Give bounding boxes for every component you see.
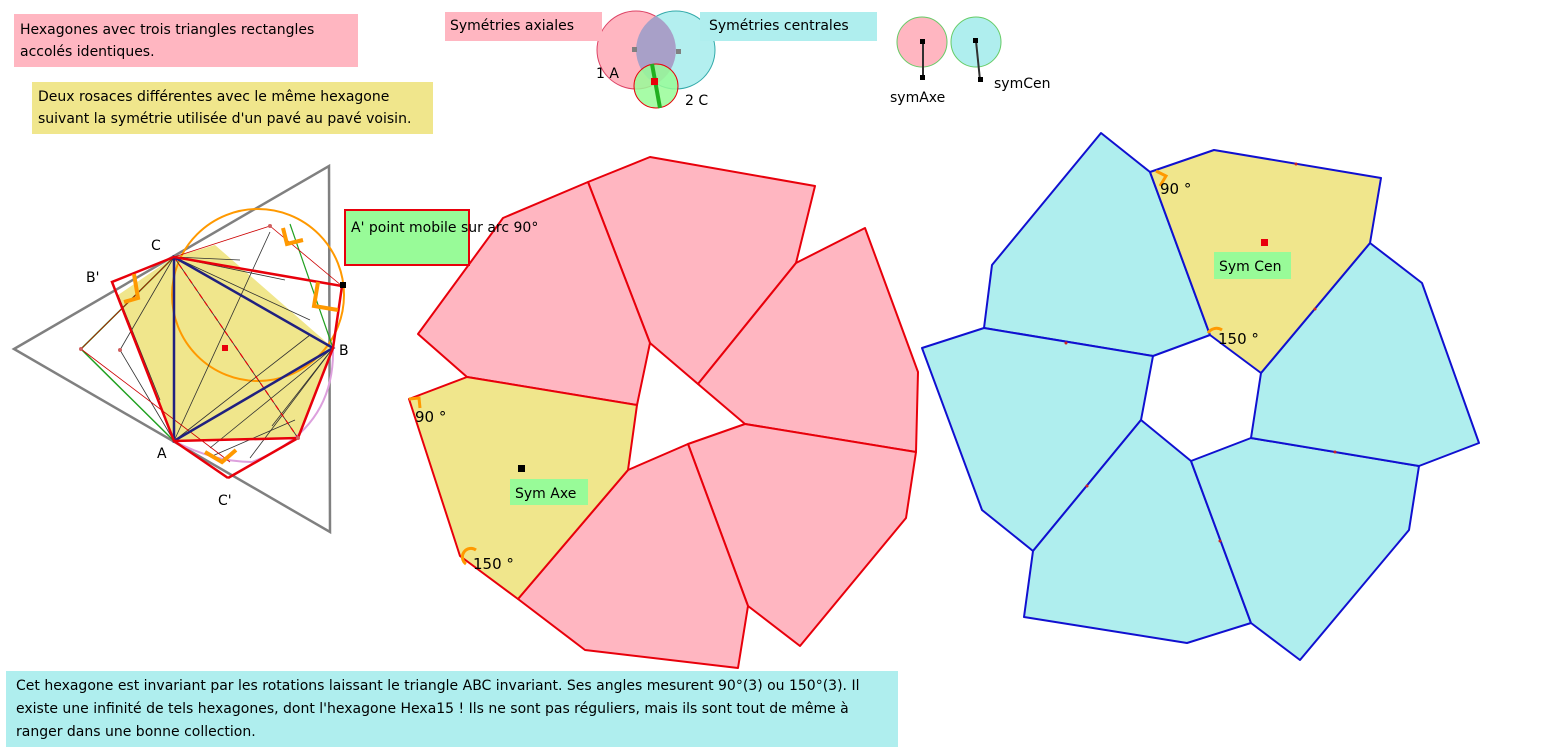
- angle-150-mark-central: [1206, 326, 1223, 334]
- right-angle-mark-central: [1155, 169, 1169, 187]
- orange-circle: [171, 208, 345, 382]
- angle-90-label-axial: 90 °: [415, 408, 446, 426]
- label-C: C: [151, 238, 161, 254]
- central-center-point: [1261, 239, 1268, 246]
- sym-cen-handle[interactable]: [975, 40, 981, 81]
- axial-symmetry-box[interactable]: Symétries axiales: [445, 12, 602, 41]
- title-box: Hexagones avec trois triangles rectangle…: [14, 14, 358, 67]
- construction-figure: C B A B' C': [11, 163, 349, 535]
- axial-symmetry-text: Symétries axiales: [450, 18, 575, 34]
- label-B-prime: B': [86, 270, 99, 286]
- sym-axe-tag-bg: [510, 479, 588, 505]
- sym-cen-handle-top: [973, 38, 978, 43]
- venn-controls: 1 A 2 C: [596, 10, 716, 109]
- red-edge-C-prime: [173, 439, 229, 480]
- right-angle-mark-axial: [408, 396, 422, 409]
- sym-axe-label: symAxe: [890, 90, 945, 106]
- sym-axe-toggle[interactable]: symAxe: [890, 16, 948, 106]
- axial-annotations: 90 ° 150 ° Sym Axe: [408, 396, 588, 573]
- triangle-ABC: [172, 254, 336, 444]
- sym-cen-handle-bottom: [978, 77, 983, 82]
- red-dashed-line: [173, 256, 299, 439]
- sym-axe-tag: Sym Axe: [515, 486, 576, 502]
- vertex-dots: [79, 224, 300, 440]
- rosace-description-text: Deux rosaces différentes avec le même he…: [38, 89, 412, 127]
- slider-label-2: 2 C: [685, 93, 708, 109]
- sym-cen-tag-bg: [1214, 252, 1291, 279]
- title-text: Hexagones avec trois triangles rectangle…: [20, 22, 315, 60]
- rosace-central: [921, 132, 1480, 661]
- label-C-prime: C': [218, 493, 232, 509]
- center-point: [222, 345, 228, 351]
- sym-cen-toggle[interactable]: symCen: [950, 16, 1050, 92]
- slider-track[interactable]: [650, 63, 662, 109]
- angle-150-label-central: 150 °: [1218, 330, 1259, 348]
- cyan-center-point: [676, 49, 681, 54]
- angle-150-label-axial: 150 °: [473, 555, 514, 573]
- sym-cen-label: symCen: [994, 76, 1050, 92]
- explanation-text: Cet hexagone est invariant par les rotat…: [16, 678, 860, 740]
- angle-150-mark-axial: [460, 546, 477, 566]
- slider-label-1: 1 A: [596, 66, 619, 82]
- right-angle-marks: [123, 227, 339, 465]
- mobile-point-text: A' point mobile sur arc 90°: [351, 220, 539, 236]
- label-B: B: [339, 343, 349, 359]
- central-edge-dots: [1064, 162, 1337, 543]
- mobile-point-box: A' point mobile sur arc 90°: [344, 209, 538, 266]
- central-symmetry-text: Symétries centrales: [709, 18, 849, 34]
- central-symmetry-box[interactable]: Symétries centrales: [700, 12, 877, 41]
- red-edge-C-prime-2: [227, 436, 299, 480]
- slider-knob[interactable]: [651, 78, 658, 85]
- explanation-box: Cet hexagone est invariant par les rotat…: [6, 671, 898, 747]
- green-line-right: [289, 223, 334, 349]
- axial-center-point: [518, 465, 525, 472]
- central-annotations: 90 ° 150 ° Sym Cen: [1064, 162, 1337, 543]
- sym-axe-handle-top: [920, 39, 925, 44]
- sym-cen-tag: Sym Cen: [1219, 259, 1282, 275]
- mobile-point-A-prime[interactable]: [340, 282, 346, 288]
- pink-center-point: [632, 47, 637, 52]
- angle-90-label-central: 90 °: [1160, 180, 1191, 198]
- rosace-description-box: Deux rosaces différentes avec le même he…: [32, 82, 433, 134]
- label-A: A: [157, 446, 167, 462]
- sym-axe-handle-bottom: [920, 75, 925, 80]
